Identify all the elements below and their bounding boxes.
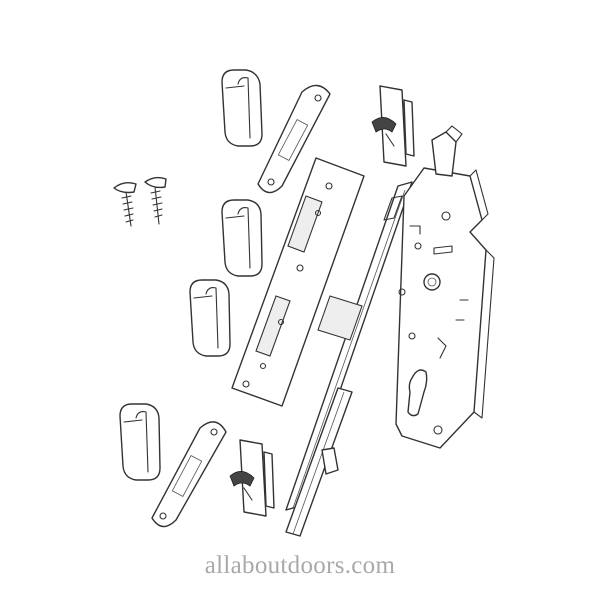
connecting-rod (285, 387, 353, 537)
hook-clip-top (371, 85, 415, 167)
keeper-sleeve-1 (221, 69, 263, 147)
latch-bolt (317, 295, 363, 341)
strike-plate-top (257, 84, 331, 194)
keeper-sleeve-4 (119, 403, 161, 481)
screw-right (144, 176, 167, 225)
lock-parts-drawing (113, 69, 495, 537)
hook-clip-bottom (229, 439, 275, 517)
strike-plate-bottom (151, 421, 227, 528)
top-hook (431, 131, 457, 177)
watermark-text: allaboutdoors.com (204, 552, 396, 579)
strike-plate-long (231, 157, 365, 407)
keeper-sleeve-2 (221, 199, 263, 277)
keeper-sleeve-3 (189, 279, 231, 357)
lock-case (285, 125, 495, 511)
euro-cylinder-cutout (407, 369, 428, 417)
spindle-hole (423, 273, 441, 291)
screw-left (113, 181, 137, 227)
